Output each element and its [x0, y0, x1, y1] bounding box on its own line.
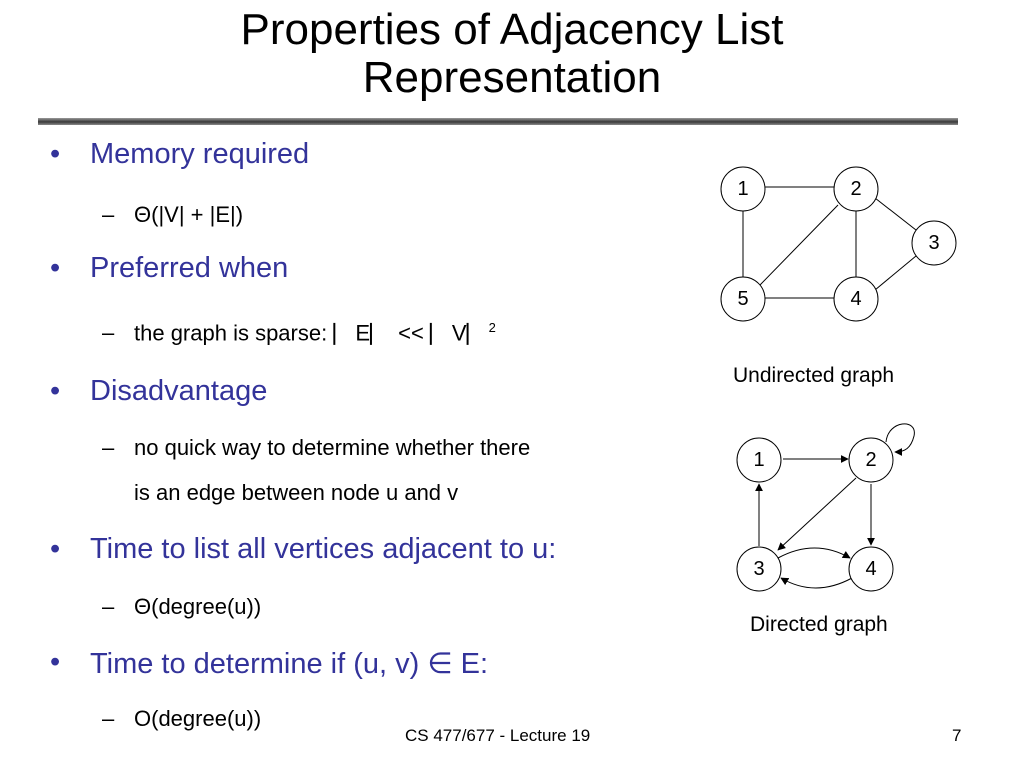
bullet-text: Time to list all vertices adjacent to u:: [90, 533, 557, 565]
node-d4: [848, 546, 894, 592]
sub-dash: –: [102, 594, 115, 619]
bullet-dot: •: [50, 252, 61, 284]
node-u3-label: 3: [928, 232, 939, 254]
node-d1: [736, 437, 782, 483]
node-u3: [911, 220, 957, 266]
undirected-nodes: [720, 166, 957, 322]
node-u5-label: 5: [737, 288, 748, 310]
sub-text: no quick way to determine whether there: [134, 435, 531, 460]
superscript-two: 2: [488, 320, 496, 335]
node-u4-label: 4: [850, 288, 861, 310]
bullet-dot: •: [50, 375, 61, 407]
title-line-2: Representation: [362, 53, 662, 102]
node-u1: [720, 166, 766, 212]
bullet-text: Memory required: [90, 138, 310, 170]
edge-2-3: [874, 197, 917, 231]
edge-d-4-3: [780, 577, 853, 589]
directed-graph-caption: Directed graph: [750, 613, 888, 636]
directed-edges: [755, 423, 915, 589]
node-d1-label: 1: [753, 449, 764, 471]
node-u2-label: 2: [850, 178, 861, 200]
title-line-1: Properties of Adjacency List: [240, 5, 784, 54]
bullet-dot: •: [50, 138, 61, 170]
node-d2: [848, 437, 894, 483]
bullet-dot: •: [50, 533, 61, 565]
node-d3-label: 3: [753, 558, 764, 580]
slide-title: Properties of Adjacency List Representat…: [120, 6, 904, 102]
bullet-text: Preferred when: [90, 252, 289, 284]
footer-course: CS 477/677 - Lecture 19: [405, 726, 591, 745]
edge-3-4: [874, 255, 917, 291]
undirected-edges: [742, 186, 917, 299]
sub-dash: –: [102, 706, 115, 731]
sub-text: is an edge between node u and v: [134, 480, 459, 505]
node-u5: [720, 276, 766, 322]
sub-dash: –: [102, 202, 115, 227]
sub-text: Θ(|V| + |E|): [134, 202, 244, 227]
edge-d-2-2-self-loop: [885, 423, 915, 456]
node-u2: [833, 166, 879, 212]
bullet-text: Time to determine if (u, v) ∈ E:: [90, 648, 489, 680]
sub-dash: –: [102, 435, 115, 460]
node-d3: [736, 546, 782, 592]
sub-text: the graph is sparse: ⎸E⎸ << ⎸V⎸2: [134, 320, 496, 346]
footer-page-number: 7: [952, 726, 962, 745]
node-d2-label: 2: [865, 449, 876, 471]
sub-text: O(degree(u)): [134, 706, 262, 731]
bullet-dot: •: [50, 646, 61, 678]
edge-2-5: [759, 204, 839, 286]
sub-dash: –: [102, 320, 115, 345]
undirected-graph-caption: Undirected graph: [733, 364, 895, 387]
edge-d-3-4: [777, 547, 851, 559]
bullet-text: Disadvantage: [90, 375, 268, 407]
directed-nodes: [736, 437, 894, 592]
node-d4-label: 4: [865, 558, 876, 580]
edge-d-2-3: [777, 477, 857, 551]
sparse-condition: the graph is sparse: ⎸E⎸ << ⎸V⎸: [134, 320, 489, 346]
node-u1-label: 1: [737, 178, 748, 200]
title-divider: [38, 118, 958, 125]
sub-text: Θ(degree(u)): [134, 594, 262, 619]
node-u4: [833, 276, 879, 322]
